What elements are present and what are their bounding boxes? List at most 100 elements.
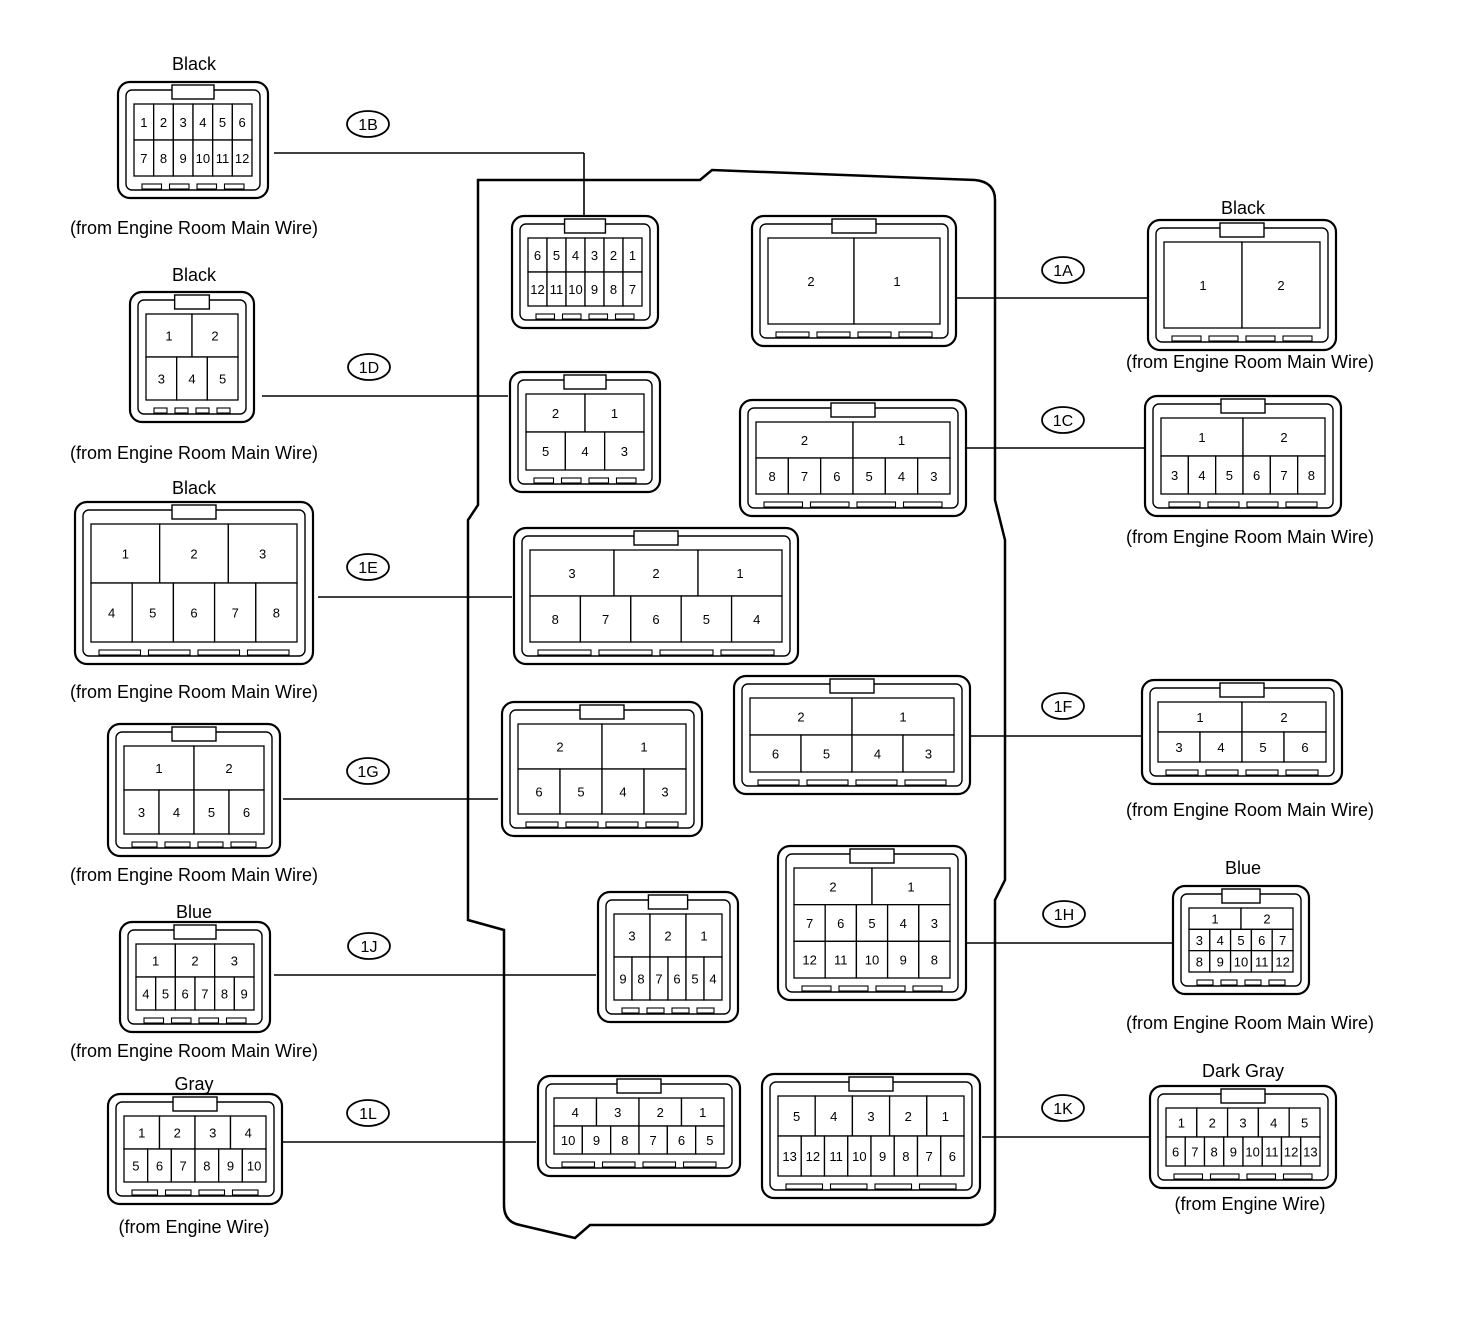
pin-cavity [145, 313, 193, 358]
pin-number: 3 [661, 785, 668, 800]
pin-number: 6 [772, 747, 779, 762]
pin-number: 3 [138, 805, 145, 820]
pin-cell: 7 [793, 904, 826, 942]
pin-number: 7 [629, 282, 636, 297]
pin-number: 8 [1196, 954, 1203, 969]
pin-cavity [1160, 455, 1189, 495]
pin-cavity [685, 913, 723, 958]
connector-latch [171, 726, 217, 742]
source-caption-1J: (from Engine Room Main Wire) [70, 1041, 318, 1061]
pin-cell: 5 [680, 595, 733, 643]
pin-cell: 3 [613, 913, 651, 958]
pin-cavity [1241, 731, 1285, 763]
pin-cavity [517, 768, 561, 815]
pin-number: 4 [874, 747, 881, 762]
pin-cell: 2 [793, 867, 873, 906]
connector-slot [763, 501, 804, 508]
pin-number: 4 [753, 612, 760, 627]
pin-cell: 9 [1209, 950, 1232, 973]
connector-latch [848, 1076, 894, 1092]
connector-slot [856, 501, 897, 508]
color-label-1K: Dark Gray [1202, 1061, 1284, 1081]
pin-cavity [824, 904, 858, 942]
pin-cell: 1 [123, 745, 195, 791]
tag-1A: 1A [1041, 256, 1085, 284]
pin-cavity [1257, 1107, 1290, 1138]
pin-cell: 10 [1242, 1136, 1263, 1167]
pin-cavity [135, 943, 176, 978]
pin-number: 2 [657, 1105, 664, 1120]
connector-slot [560, 477, 582, 484]
pin-number: 5 [793, 1109, 800, 1124]
pin-number: 11 [834, 953, 848, 968]
pin-number: 6 [1253, 468, 1260, 483]
connector-latch [831, 218, 877, 234]
pin-number: 10 [1245, 1145, 1259, 1160]
pin-number: 8 [931, 953, 938, 968]
pin-number: 1 [899, 710, 906, 725]
pin-number: 2 [1277, 278, 1284, 293]
connector-slot [621, 1007, 640, 1014]
pin-cell: 8 [153, 139, 174, 177]
connector-latch [173, 294, 211, 310]
pin-number: 3 [568, 566, 575, 581]
connector-slot [1246, 1173, 1277, 1180]
svg-text:1D: 1D [359, 360, 379, 377]
pin-number: 9 [593, 1133, 600, 1148]
pin-number: 6 [949, 1149, 956, 1164]
connector-slot [855, 779, 898, 786]
pin-number: 6 [182, 987, 189, 1002]
pin-number: 3 [614, 1105, 621, 1120]
pin-number: 6 [243, 805, 250, 820]
pin-number: 5 [691, 972, 698, 987]
pin-cell: 3 [1188, 928, 1211, 952]
pin-cavity [123, 745, 195, 791]
pin-cell: 11 [823, 1135, 849, 1177]
pin-cell: 1 [1157, 701, 1243, 733]
tag-1K: 1K [1041, 1094, 1085, 1122]
pin-cell: 8 [194, 1148, 220, 1183]
pin-cell: 8 [214, 976, 235, 1011]
pin-number: 5 [706, 1133, 713, 1148]
connector-slot [642, 1161, 677, 1168]
pin-cell: 6 [940, 1135, 965, 1177]
pin-number: 1 [138, 1126, 145, 1141]
pin-number: 5 [823, 747, 830, 762]
connector-slot [141, 183, 163, 190]
pin-cavity [851, 734, 904, 773]
connector-slot [646, 1007, 665, 1014]
pin-number: 3 [931, 916, 938, 931]
tag-1G: 1G [346, 757, 390, 785]
pin-number: 6 [1301, 740, 1308, 755]
pin-cavity [814, 1095, 854, 1137]
pin-cavity [595, 1097, 640, 1127]
pin-cavity [579, 595, 632, 643]
source-caption-1A: (from Engine Room Main Wire) [1126, 352, 1374, 372]
pin-number: 4 [900, 916, 907, 931]
pin-cell: 2 [649, 913, 687, 958]
connector-latch [830, 402, 876, 418]
pin-number: 1 [1199, 278, 1206, 293]
connector-slot [561, 1161, 596, 1168]
connector-slot [1168, 501, 1201, 508]
pin-cavity [824, 940, 858, 979]
pin-number: 4 [898, 469, 905, 484]
pin-cell: 4 [851, 734, 904, 773]
pin-number: 8 [621, 1133, 628, 1148]
connector-slot [682, 1161, 717, 1168]
pin-cell: 9 [870, 1135, 895, 1177]
source-caption-1B: (from Engine Room Main Wire) [70, 218, 318, 238]
connector-slot [170, 1017, 192, 1024]
pin-number: 2 [1280, 430, 1287, 445]
pin-number: 6 [239, 115, 246, 130]
pin-cell: 1 [1163, 241, 1243, 329]
pin-number: 2 [610, 248, 617, 263]
pin-cavity [581, 1125, 612, 1155]
pin-cell: 3 [214, 943, 255, 978]
pin-number: 2 [905, 1109, 912, 1124]
pin-number: 7 [1191, 1145, 1198, 1160]
